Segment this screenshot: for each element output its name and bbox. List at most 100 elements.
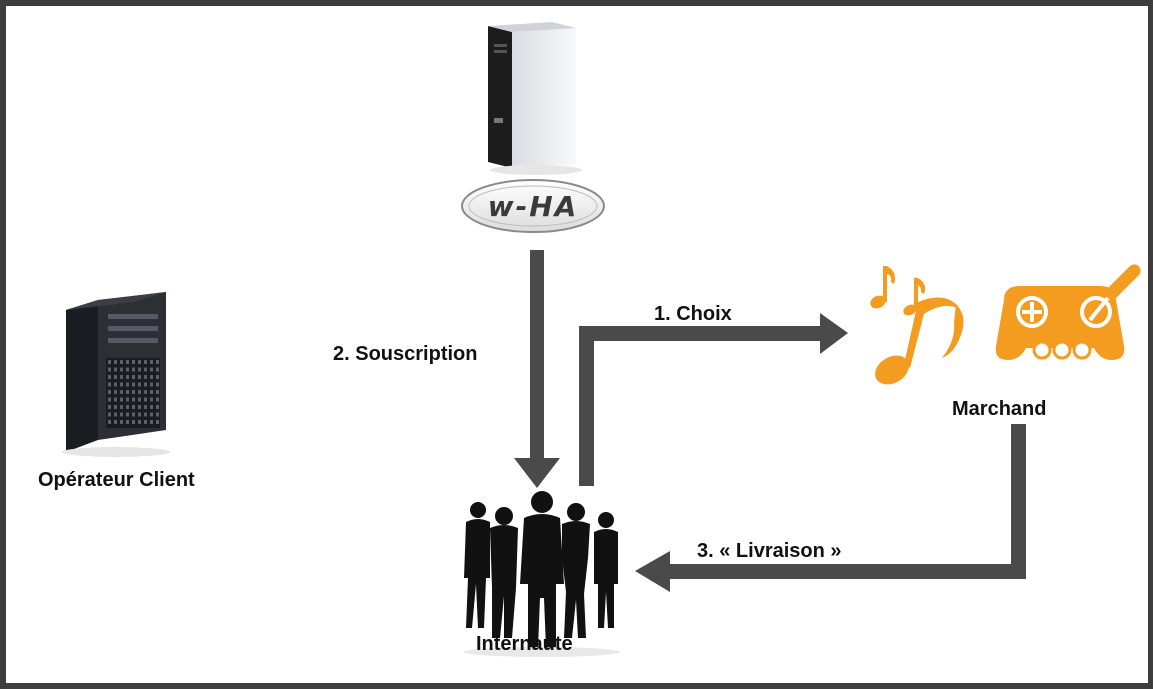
grille-vent — [108, 375, 111, 379]
grille-vent — [120, 382, 123, 387]
choice-arrow-head — [820, 313, 848, 354]
grille-vent — [156, 375, 159, 379]
step-delivery-label: 3. « Livraison » — [697, 540, 842, 562]
grille-vent — [132, 412, 135, 417]
grille-vent — [138, 367, 141, 372]
grille-vent — [108, 360, 111, 364]
grille-vent — [144, 405, 147, 409]
grille-vent — [138, 412, 141, 417]
grille-vent — [126, 375, 129, 379]
grille-vent — [156, 405, 159, 409]
grille-vent — [114, 367, 117, 372]
subscription-arrow-shaft — [530, 250, 544, 462]
grille-vent — [126, 360, 129, 364]
grille-vent — [156, 382, 159, 387]
grille-vent — [132, 367, 135, 372]
grille-vent — [138, 397, 141, 402]
grille-vent — [132, 390, 135, 394]
grille-vent — [114, 360, 117, 364]
grille-vent — [150, 420, 153, 424]
grille-vent — [132, 397, 135, 402]
delivery-arrow-head — [635, 551, 670, 592]
grille-vent — [138, 390, 141, 394]
subscription-arrow-head — [514, 458, 560, 488]
grille-vent — [126, 390, 129, 394]
grille-vent — [144, 412, 147, 417]
grille-vent — [114, 405, 117, 409]
grille-vent — [120, 375, 123, 379]
grille-vent — [132, 420, 135, 424]
grille-vent — [126, 420, 129, 424]
grille-vent — [108, 420, 111, 424]
user-label: Internaute — [476, 633, 573, 655]
grille-vent — [150, 367, 153, 372]
grille-vent — [150, 382, 153, 387]
merchant-label: Marchand — [952, 398, 1047, 420]
music-note-icon — [870, 266, 964, 385]
wha-logo-badge: w-HA — [461, 179, 605, 233]
wha-logo-text: w-HA — [488, 190, 579, 223]
grille-vent — [138, 382, 141, 387]
grille-vent — [120, 405, 123, 409]
grille-vent — [120, 367, 123, 372]
step-choice-label: 1. Choix — [654, 303, 732, 325]
gamepad-icon — [995, 264, 1141, 360]
grille-vent — [150, 360, 153, 364]
grille-vent — [138, 375, 141, 379]
grille-vent — [132, 382, 135, 387]
operator-label: Opérateur Client — [38, 469, 195, 491]
grille-vent — [150, 397, 153, 402]
operator-server-icon — [62, 292, 170, 457]
delivery-arrow-vertical — [1011, 424, 1026, 579]
people-silhouette-icon — [464, 491, 620, 657]
grille-vent — [126, 405, 129, 409]
grille-vent — [126, 412, 129, 417]
grille-vent — [144, 360, 147, 364]
grille-vent — [120, 397, 123, 402]
grille-vent — [150, 375, 153, 379]
grille-vent — [126, 397, 129, 402]
grille-vent — [114, 390, 117, 394]
step-subscription-label: 2. Souscription — [333, 343, 478, 365]
grille-vent — [114, 375, 117, 379]
grille-vent — [144, 375, 147, 379]
grille-vent — [114, 382, 117, 387]
grille-vent — [114, 420, 117, 424]
grille-vent — [156, 367, 159, 372]
grille-vent — [138, 360, 141, 364]
grille-vent — [114, 412, 117, 417]
grille-vent — [144, 397, 147, 402]
grille-vent — [144, 382, 147, 387]
grille-vent — [156, 397, 159, 402]
grille-vent — [114, 397, 117, 402]
choice-arrow-horizontal — [579, 326, 831, 341]
grille-vent — [144, 367, 147, 372]
grille-vent — [120, 420, 123, 424]
grille-vent — [150, 405, 153, 409]
grille-vent — [156, 390, 159, 394]
grille-vent — [108, 382, 111, 387]
server-tower-icon — [488, 22, 582, 175]
grille-vent — [108, 397, 111, 402]
grille-vent — [108, 405, 111, 409]
grille-vent — [156, 360, 159, 364]
grille-vent — [156, 412, 159, 417]
grille-vent — [138, 420, 141, 424]
grille-vent — [132, 360, 135, 364]
grille-vent — [132, 375, 135, 379]
grille-vent — [108, 367, 111, 372]
grille-vent — [132, 405, 135, 409]
choice-arrow-vertical — [579, 326, 594, 486]
grille-vent — [144, 420, 147, 424]
grille-vent — [150, 412, 153, 417]
grille-vent — [108, 390, 111, 394]
delivery-arrow-horizontal — [662, 564, 1026, 579]
grille-vent — [120, 390, 123, 394]
grille-vent — [150, 390, 153, 394]
grille-vent — [156, 420, 159, 424]
grille-vent — [144, 390, 147, 394]
grille-vent — [108, 412, 111, 417]
grille-vent — [120, 412, 123, 417]
grille-vent — [126, 382, 129, 387]
